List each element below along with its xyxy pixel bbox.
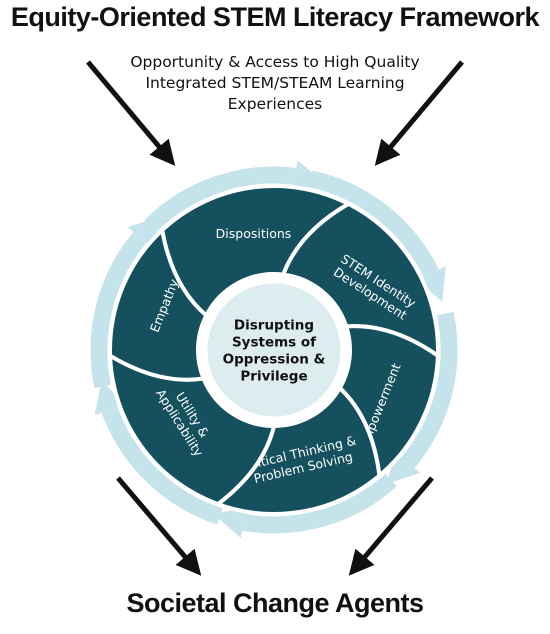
flow-arrow — [374, 60, 464, 166]
subtitle-line: Opportunity & Access to High Quality — [130, 53, 420, 71]
segment-empathy — [108, 228, 209, 382]
cycle-ring-arc — [101, 406, 223, 525]
cycle-ring-arc — [90, 232, 147, 389]
segment-label-dispositions: Dispositions — [216, 226, 292, 241]
flow-arrow — [348, 476, 434, 576]
diagram-subtitle: Opportunity & Access to High Quality Int… — [90, 52, 460, 115]
diagram-title: Equity-Oriented STEM Literacy Framework — [10, 2, 540, 32]
hub-label-line: Disrupting — [234, 318, 314, 334]
hub-label-line: Oppression & — [223, 352, 326, 368]
cycle-ring-arc — [401, 311, 458, 468]
hub-label-line: Privilege — [240, 369, 307, 385]
flow-arrow — [86, 60, 176, 166]
hub-label-line: Systems of — [232, 335, 316, 351]
outcome-title: Societal Change Agents — [126, 588, 424, 618]
hub-circle — [204, 280, 344, 420]
flow-arrow — [116, 476, 202, 576]
cycle-ring-arc — [242, 473, 397, 534]
cycle-arrowhead — [416, 266, 446, 302]
cycle-ring-arc — [144, 166, 297, 233]
cycle-arrowhead — [94, 380, 125, 416]
cycle-arrowhead — [214, 506, 247, 539]
subtitle-line: Integrated STEM/STEAM Learning — [145, 74, 405, 92]
cycle-ring-arc — [308, 170, 439, 278]
flow-arrows — [86, 60, 464, 576]
subtitle-line: Experiences — [227, 95, 323, 113]
segment-label-line: Dispositions — [216, 226, 292, 241]
